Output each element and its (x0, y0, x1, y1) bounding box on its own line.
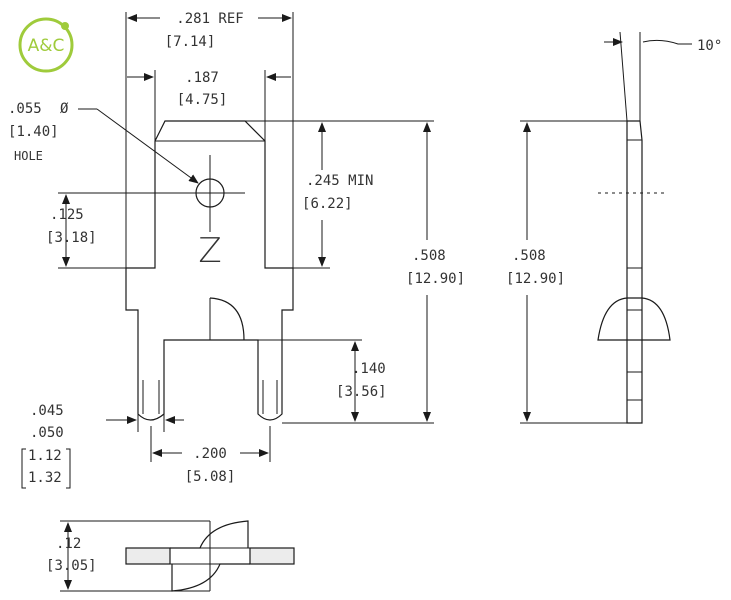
bottom-view: .12 [3.05] (46, 520, 295, 592)
leg-length-inch: .140 (352, 361, 386, 377)
svg-text:[5.08]: [5.08] (185, 469, 236, 485)
thickness-mm: 3.05 (54, 558, 88, 574)
leg-length-mm: 3.56 (344, 384, 378, 400)
tab-length-mm: 6.22 (310, 196, 344, 212)
marking-z: Z (198, 231, 221, 271)
leg-spacing-mm: 5.08 (193, 469, 227, 485)
overall-width-mm: 7.14 (173, 34, 207, 50)
side-height-inch: .508 (512, 248, 546, 264)
tab-width-mm: 4.75 (185, 92, 219, 108)
svg-text:[12.90]: [12.90] (506, 271, 565, 287)
svg-text:[3.18]: [3.18] (46, 230, 97, 246)
side-profile (626, 120, 643, 424)
leg-width-inch-max: .050 (30, 425, 64, 441)
svg-text:[3.56]: [3.56] (336, 384, 387, 400)
leg-width-mm-min: 1.12 (28, 448, 62, 464)
hole-height-inch: .125 (50, 207, 84, 223)
svg-text:[3.05]: [3.05] (46, 558, 97, 574)
svg-text:[6.22]: [6.22] (302, 196, 353, 212)
hole-dia-mm: 1.40 (16, 124, 50, 140)
overall-width-inch: .281 REF (176, 11, 243, 27)
side-height-mm: 12.90 (514, 271, 556, 287)
diameter-symbol: Ø (60, 101, 69, 117)
leg-width-mm-max: 1.32 (28, 470, 62, 486)
svg-text:[4.75]: [4.75] (177, 92, 228, 108)
tab-width-inch: .187 (185, 70, 219, 86)
angle-label: 10° (697, 38, 722, 54)
company-logo: A&C (18, 17, 74, 73)
side-rivet (597, 297, 671, 341)
front-view: Z .281 REF [7.14] .187 [4.75] .055 Ø [1.… (8, 11, 465, 489)
hole-height-mm: 3.18 (54, 230, 88, 246)
rivet-bump (209, 297, 245, 341)
leg-width-inch-min: .045 (30, 403, 64, 419)
svg-text:[7.14]: [7.14] (165, 34, 216, 50)
tab-length-inch: .245 MIN (306, 173, 373, 189)
bottom-profile-right (171, 563, 250, 592)
svg-text:[1.40]: [1.40] (8, 124, 59, 140)
hole-dia-inch: .055 (8, 101, 42, 117)
leg-spacing-inch: .200 (193, 446, 227, 462)
overall-height-mm: 12.90 (414, 271, 456, 287)
thickness-inch: .12 (56, 536, 81, 552)
bottom-profile-left (170, 520, 249, 549)
logo-text: A&C (28, 36, 65, 56)
side-view: 10° .508 [12.90] (506, 31, 722, 424)
overall-height-inch: .508 (412, 248, 446, 264)
svg-text:[12.90]: [12.90] (406, 271, 465, 287)
hole-note: HOLE (14, 149, 43, 163)
